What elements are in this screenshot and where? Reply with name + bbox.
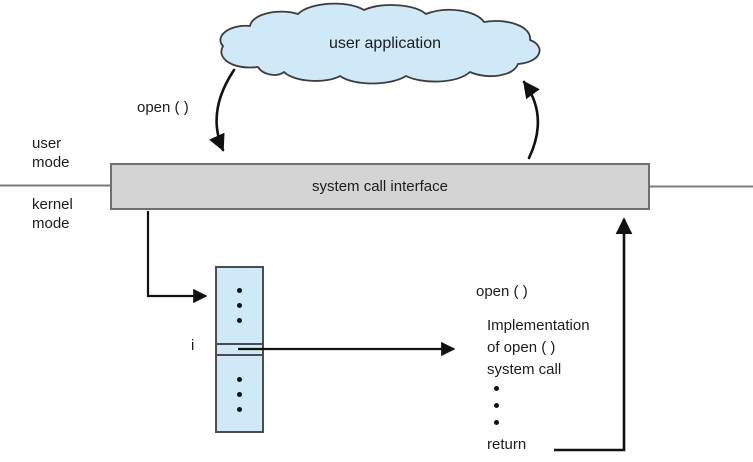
dot	[237, 407, 242, 412]
dot	[494, 403, 499, 408]
kernel-mode-label: kernel mode	[32, 196, 73, 232]
table-row-i	[217, 343, 262, 356]
table-index-label: i	[191, 337, 195, 354]
dot	[237, 377, 242, 382]
dot	[237, 318, 242, 323]
call-arrow-down	[209, 68, 236, 152]
return-arrow-up-to-cloud	[522, 80, 540, 160]
system-call-table	[215, 266, 264, 433]
open-call-label: open ( )	[137, 99, 189, 116]
table-bottom-ellipsis	[217, 377, 262, 412]
cloud-label: user application	[328, 35, 442, 52]
impl-body-text: Implementation of open ( ) system call	[487, 317, 590, 378]
dot	[237, 392, 242, 397]
dot	[494, 386, 499, 391]
user-mode-label: user mode	[32, 135, 70, 171]
interface-to-table-arrow	[146, 211, 208, 304]
return-label: return	[487, 436, 527, 453]
dot	[494, 420, 499, 425]
impl-ellipsis	[494, 386, 499, 425]
dot	[237, 288, 242, 293]
dot	[237, 303, 242, 308]
system-call-interface-bar: system call interface	[110, 163, 650, 210]
table-top-ellipsis	[217, 288, 262, 323]
impl-open-label: open ( )	[476, 283, 528, 300]
system-call-interface-label: system call interface	[312, 178, 448, 195]
